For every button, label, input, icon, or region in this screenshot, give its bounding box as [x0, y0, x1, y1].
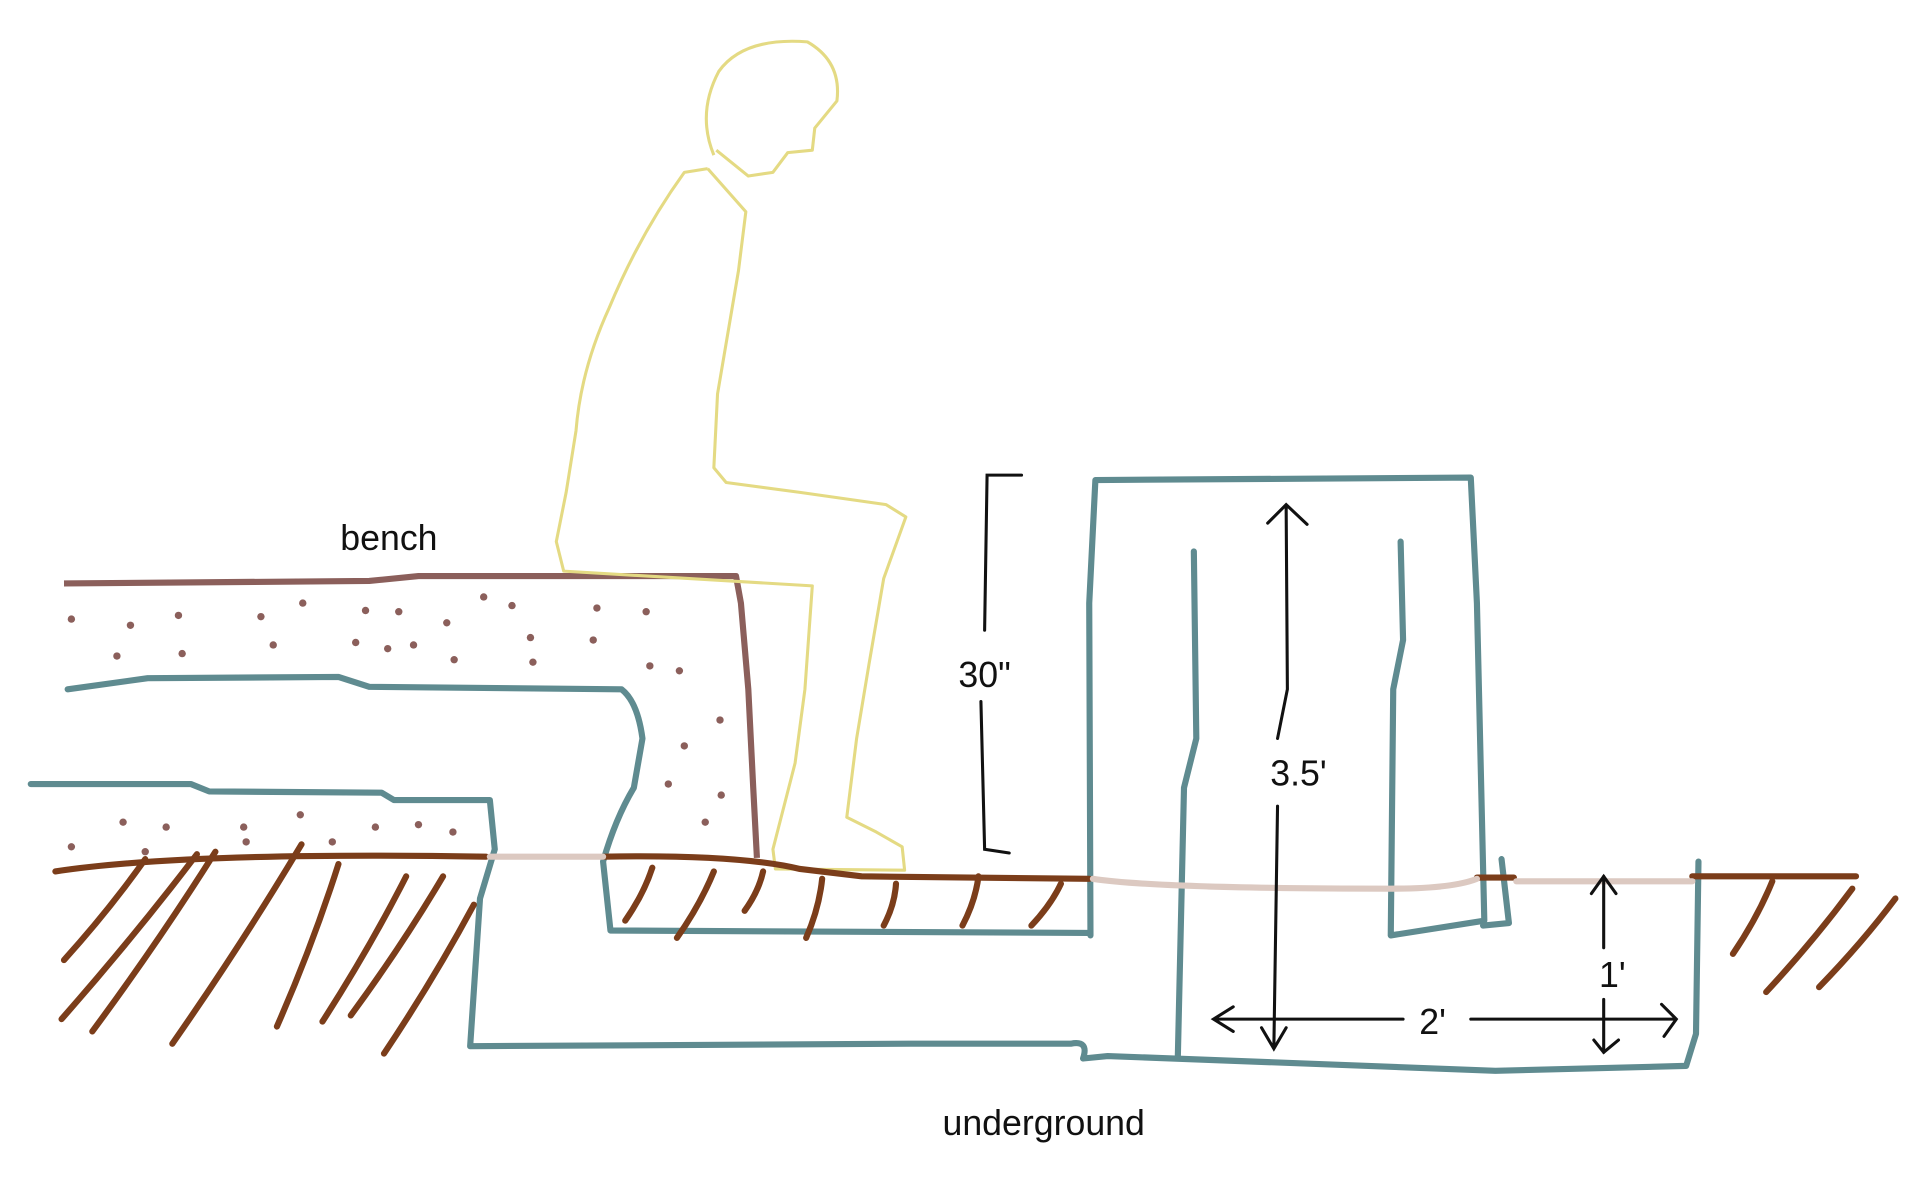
ground-hatch-stroke — [60, 856, 149, 964]
ground-hatch-stroke — [347, 873, 447, 1019]
bench-dot — [443, 619, 451, 627]
bench-dot — [680, 742, 688, 750]
bench-dot — [67, 615, 76, 623]
bench-dot — [589, 636, 597, 644]
bench-dot — [162, 823, 170, 831]
ground-hatch-stroke — [319, 873, 410, 1025]
ground-hatch-stroke — [58, 851, 200, 1023]
ground-hatch-stroke — [741, 868, 767, 914]
bench-fill-dots — [67, 593, 725, 856]
bench-dot — [593, 604, 601, 612]
bench-dot — [242, 838, 250, 846]
dimension-1-ft: 1' — [1589, 873, 1626, 1055]
ground-hatch-stroke — [380, 901, 477, 1057]
ground-hatch-stroke — [1729, 878, 1776, 957]
bench-dot — [508, 601, 516, 610]
ground-hatch-stroke — [1028, 880, 1064, 929]
bench-dot — [664, 780, 672, 788]
ground-hatching — [58, 841, 1899, 1057]
ground-hatch-stroke — [169, 841, 305, 1047]
bench-top-outline — [63, 572, 760, 859]
dimension-3-5-ft: 3.5' — [1260, 502, 1327, 1052]
bench-dot — [717, 791, 725, 799]
ground-line-mid — [600, 853, 1093, 882]
dimension-label-1-ft: 1' — [1599, 955, 1626, 995]
bench-dot — [257, 612, 265, 621]
ground-hatch-stroke — [673, 868, 717, 941]
person-head — [704, 39, 840, 178]
bench-dot — [67, 843, 76, 851]
person-body — [554, 167, 908, 872]
bench-dot — [449, 828, 457, 836]
bench-dot — [716, 716, 724, 724]
bench-dot — [480, 593, 488, 601]
bench-dot — [701, 818, 709, 826]
dimension-label-3-5-ft: 3.5' — [1270, 753, 1326, 793]
bench-dot — [328, 838, 336, 846]
bench-dot — [126, 621, 135, 629]
bench-dot — [240, 823, 248, 831]
bench-seat-underside — [64, 673, 1093, 937]
underground-label: underground — [942, 1103, 1144, 1143]
bench-dot — [296, 811, 304, 819]
planter-inner-wall — [1174, 548, 1200, 1060]
bench-dot — [371, 823, 380, 831]
bench-dot — [395, 608, 403, 616]
bench-dot — [414, 820, 423, 829]
ground-hatch-stroke — [803, 875, 826, 941]
ground-hatch-stroke — [1763, 885, 1856, 996]
dimension-2-ft: 2' — [1210, 1002, 1679, 1042]
bench-dot — [646, 662, 654, 670]
lower-duct — [27, 780, 1702, 1074]
bench-dot — [526, 633, 535, 642]
bench-dot — [141, 848, 149, 856]
bench-dot — [113, 652, 121, 660]
bench-dot — [119, 818, 127, 826]
ground-hatch-stroke — [622, 864, 656, 924]
ground-hatch-stroke — [89, 848, 219, 1035]
ground-hatch-stroke — [273, 860, 342, 1030]
dimension-label-30-inch: 30" — [958, 655, 1010, 695]
bench-dot — [642, 608, 650, 616]
bench-dot — [384, 644, 392, 653]
bench-dot — [361, 606, 370, 615]
bench-label: bench — [340, 518, 437, 558]
ground-hatch-stroke — [959, 873, 982, 929]
ground-line-left — [52, 852, 490, 875]
dimension-label-2-ft: 2' — [1419, 1002, 1446, 1042]
bench-dot — [178, 649, 186, 658]
bench-dot — [269, 641, 277, 649]
bench-dot — [409, 641, 418, 649]
bench-dot — [299, 599, 307, 607]
bench-dot — [529, 658, 537, 666]
ground-hatch-stroke — [880, 880, 900, 929]
bench-dot — [352, 638, 360, 647]
bench-dot — [675, 667, 684, 675]
ground-hatch-stroke — [1816, 895, 1899, 991]
ground-line-hidden-2 — [1089, 875, 1480, 892]
planter-box — [1086, 474, 1488, 939]
bench-dot — [450, 656, 458, 664]
dimension-30-inch: 30" — [958, 473, 1024, 855]
bench-dot — [174, 611, 183, 620]
